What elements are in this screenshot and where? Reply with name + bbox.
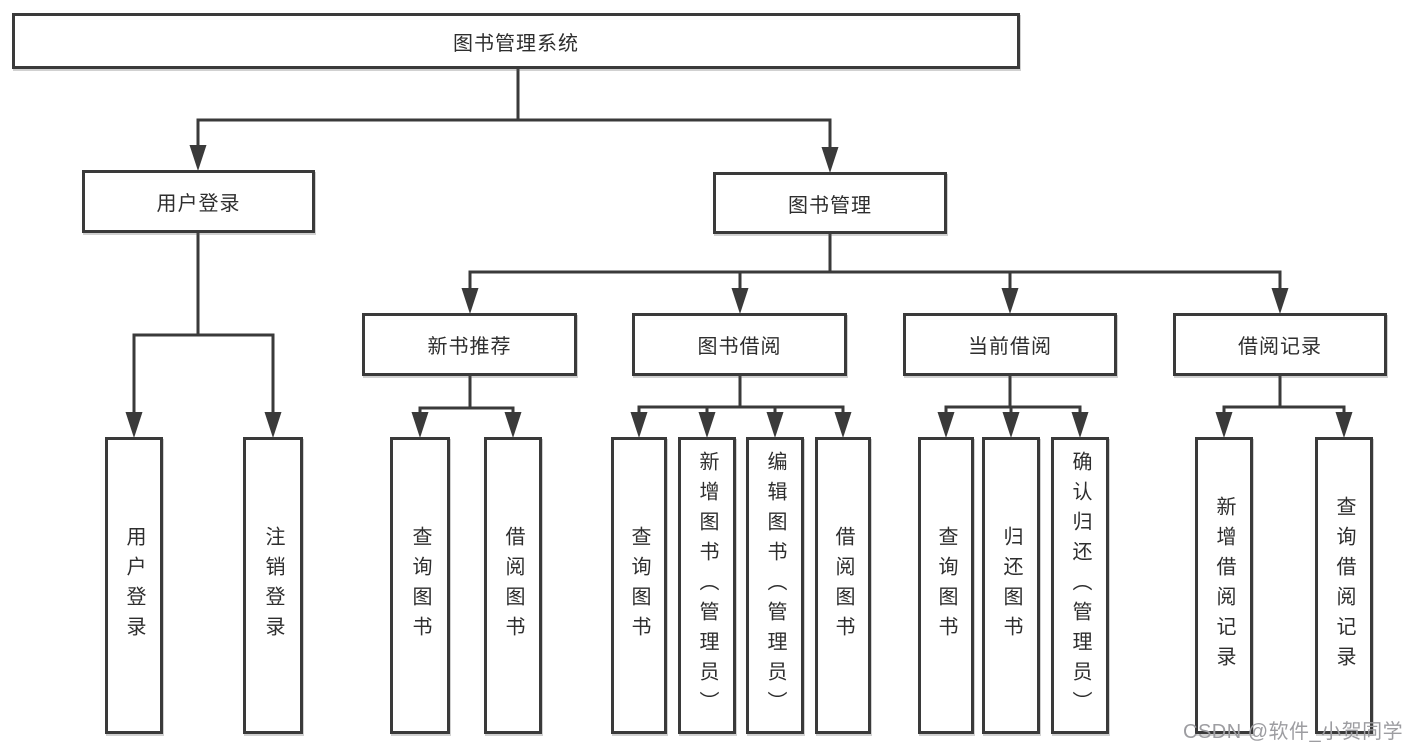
leaf-edit-book-admin-label: 编辑图书（管理员） (764, 450, 786, 721)
leaf-query-books-borrowing-label: 查询图书 (628, 525, 650, 646)
leaf-borrow-books: 借阅图书 (815, 437, 871, 734)
leaf-edit-book-admin: 编辑图书（管理员） (746, 437, 804, 734)
leaf-user-login: 用户登录 (105, 437, 163, 734)
leaf-query-books-recommend-label: 查询图书 (409, 525, 431, 646)
node-book-borrowing-label: 图书借阅 (697, 336, 782, 358)
leaf-add-book-admin: 新增图书（管理员） (678, 437, 736, 734)
node-book-borrowing: 图书借阅 (632, 313, 847, 376)
leaf-query-borrow-record-label: 查询借阅记录 (1333, 495, 1355, 676)
node-current-borrowing-label: 当前借阅 (968, 336, 1052, 358)
leaf-user-login-label: 用户登录 (123, 525, 145, 646)
node-current-borrowing: 当前借阅 (903, 313, 1117, 376)
node-root-label: 图书管理系统 (453, 32, 579, 55)
leaf-borrow-books-label: 借阅图书 (832, 525, 854, 646)
csdn-watermark: CSDN @软件_小贺同学 (1183, 721, 1404, 743)
leaf-query-books-current-label: 查询图书 (935, 525, 957, 646)
leaf-query-borrow-record: 查询借阅记录 (1315, 437, 1373, 734)
leaf-confirm-return-admin: 确认归还（管理员） (1051, 437, 1109, 734)
leaf-return-book: 归还图书 (982, 437, 1040, 734)
leaf-query-books-recommend: 查询图书 (390, 437, 450, 734)
node-user-login: 用户登录 (82, 170, 315, 233)
leaf-logout-label: 注销登录 (262, 525, 284, 646)
leaf-add-book-admin-label: 新增图书（管理员） (696, 450, 718, 721)
leaf-query-books-borrowing: 查询图书 (611, 437, 667, 734)
leaf-query-books-current: 查询图书 (918, 437, 974, 734)
node-book-management: 图书管理 (713, 172, 947, 234)
leaf-logout: 注销登录 (243, 437, 303, 734)
leaf-confirm-return-admin-label: 确认归还（管理员） (1069, 450, 1091, 721)
leaf-borrow-books-recommend-label: 借阅图书 (502, 525, 524, 646)
leaf-borrow-books-recommend: 借阅图书 (484, 437, 542, 734)
node-borrowing-records-label: 借阅记录 (1238, 336, 1322, 358)
leaf-return-book-label: 归还图书 (1000, 525, 1022, 646)
node-root: 图书管理系统 (12, 13, 1020, 69)
leaf-add-borrow-record: 新增借阅记录 (1195, 437, 1253, 734)
node-user-login-label: 用户登录 (156, 193, 241, 215)
node-borrowing-records: 借阅记录 (1173, 313, 1387, 376)
node-new-book-recommend: 新书推荐 (362, 313, 577, 376)
node-book-management-label: 图书管理 (788, 194, 872, 217)
node-new-book-recommend-label: 新书推荐 (427, 336, 512, 358)
leaf-add-borrow-record-label: 新增借阅记录 (1213, 495, 1235, 676)
